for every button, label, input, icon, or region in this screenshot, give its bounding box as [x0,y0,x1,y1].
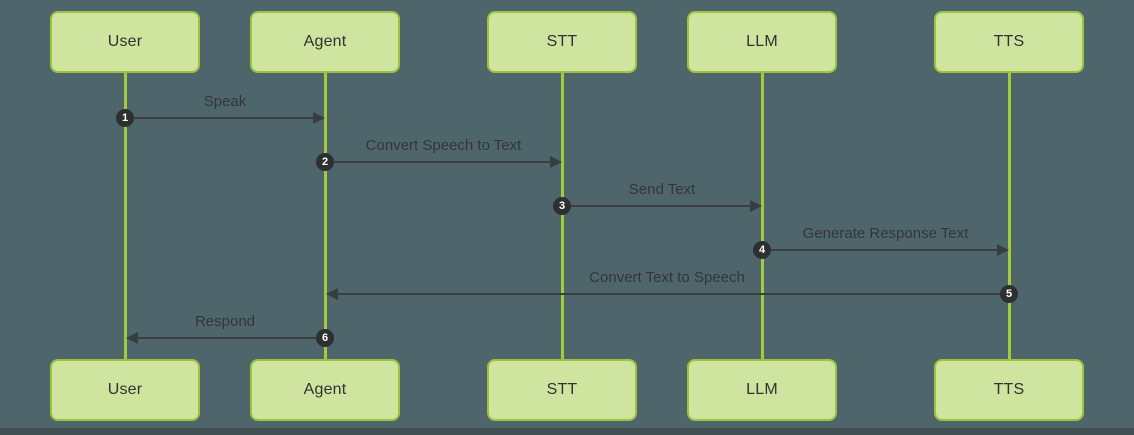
actor-box-stt-bottom: STT [487,359,637,421]
actor-label: User [107,33,143,50]
message-label: Convert Speech to Text [365,137,522,154]
lifeline-tts [1007,71,1011,361]
sequence-number-badge: 6 [316,329,334,347]
sequence-number-badge: 5 [1000,285,1018,303]
message-label: Generate Response Text [802,225,969,242]
message-line [570,205,751,207]
sequence-number-badge: 3 [553,197,571,215]
message-label: Send Text [628,181,696,198]
message-arrowhead-icon [126,332,138,344]
sequence-number-badge: 4 [753,241,771,259]
actor-box-llm-bottom: LLM [687,359,837,421]
message-line [333,161,551,163]
actor-box-tts-bottom: TTS [934,359,1084,421]
actor-box-user-bottom: User [50,359,200,421]
actor-box-agent-bottom: Agent [250,359,400,421]
lifeline-agent [323,71,327,361]
actor-box-llm-top: LLM [687,11,837,73]
message-arrowhead-icon [550,156,562,168]
sequence-number-badge: 1 [116,109,134,127]
actor-box-tts-top: TTS [934,11,1084,73]
actor-label: LLM [746,381,778,398]
lifeline-user [123,71,127,361]
message-arrowhead-icon [326,288,338,300]
message-line [770,249,998,251]
actor-box-user-top: User [50,11,200,73]
sequence-number-badge: 2 [316,153,334,171]
actor-label: LLM [746,33,778,50]
actor-label: User [107,381,143,398]
bottom-edge-strip [0,428,1134,435]
actor-label: TTS [993,33,1025,50]
actor-label: STT [546,33,578,50]
message-label: Convert Text to Speech [589,269,745,286]
message-line [133,117,314,119]
actor-box-stt-top: STT [487,11,637,73]
actor-label: STT [546,381,578,398]
actor-label: Agent [303,381,347,398]
actor-box-agent-top: Agent [250,11,400,73]
message-line [336,293,1001,295]
message-label: Speak [203,93,247,110]
message-arrowhead-icon [997,244,1009,256]
actor-label: Agent [303,33,347,50]
message-arrowhead-icon [750,200,762,212]
lifeline-stt [560,71,564,361]
actor-label: TTS [993,381,1025,398]
message-line [136,337,317,339]
message-label: Respond [194,313,256,330]
message-arrowhead-icon [313,112,325,124]
lifeline-llm [760,71,764,361]
